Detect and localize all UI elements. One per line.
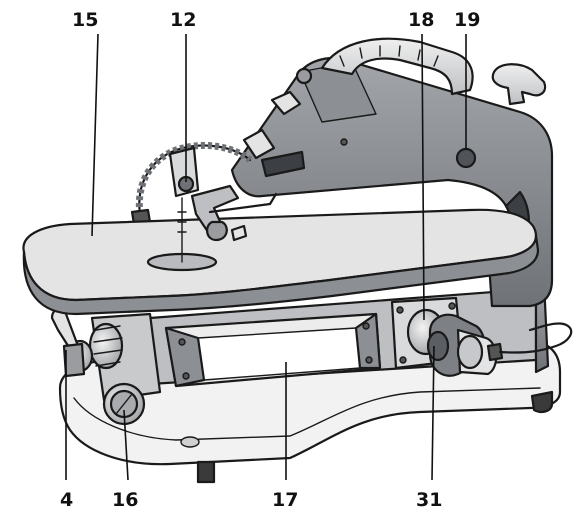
leader-15 [91,33,99,237]
motor-mount [390,296,573,377]
callout-17: 17 [272,489,298,510]
upper-arm-fittings [242,67,313,160]
left-controls [50,308,162,426]
callout-18: 18 [408,9,434,31]
housing-panel [164,312,382,388]
work-table [22,208,540,316]
leader-lines [65,33,467,481]
leader-18 [421,33,425,321]
leader-31 [431,345,435,481]
callout-15: 15 [72,9,98,31]
blade-holder [168,146,278,263]
leader-16 [123,409,129,481]
tension-knob [491,63,547,106]
callout-labels: 15 12 18 19 4 16 17 31 [60,9,480,510]
callout-4: 4 [60,489,73,510]
callout-16: 16 [112,489,138,510]
carry-handle [320,37,474,96]
callout-31: 31 [416,489,442,510]
callout-19: 19 [454,9,480,31]
callout-12: 12 [170,9,196,31]
